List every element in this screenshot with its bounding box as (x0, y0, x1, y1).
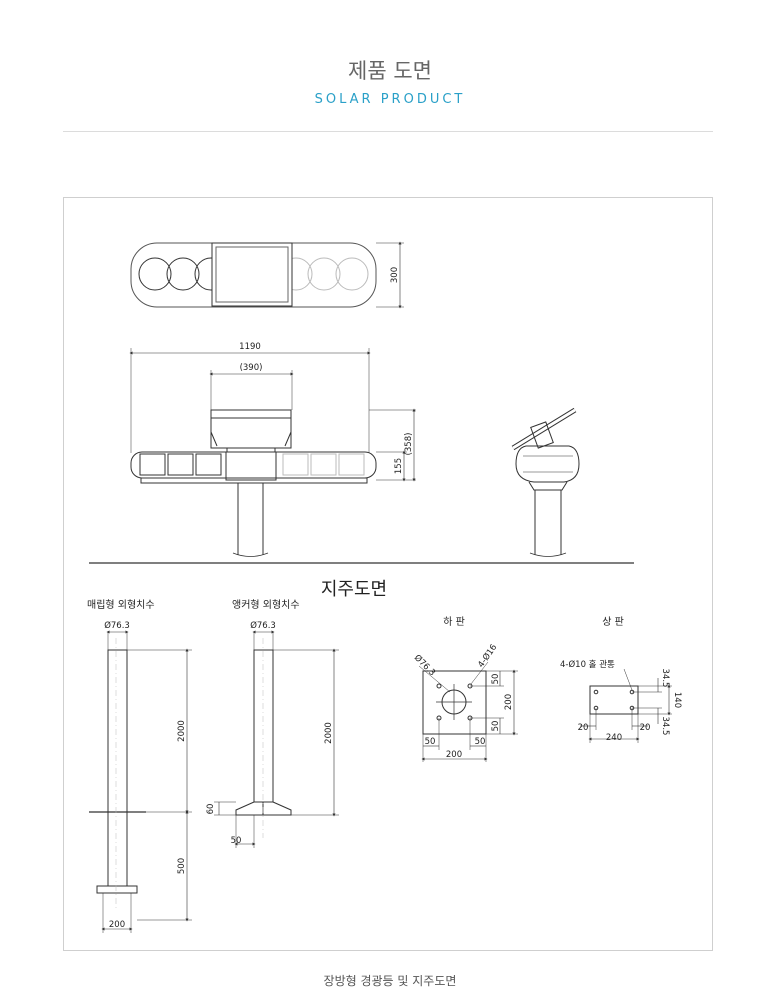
front-view (129, 348, 416, 557)
anchor-height-label: 2000 (324, 722, 334, 744)
bottom-plate-bottom-total-label: 200 (446, 750, 462, 760)
top-plate-mid-label: 140 (672, 692, 682, 708)
top-view-height-label: 300 (390, 267, 400, 283)
buried-diameter-label: Ø76.3 (104, 620, 130, 631)
bottom-plate-label: 하 판 (443, 615, 465, 628)
top-plate (580, 668, 672, 743)
top-view (130, 241, 404, 309)
divider (63, 131, 713, 132)
anchor-offset-label: 50 (231, 836, 242, 846)
top-plate-holes-label: 4-Ø10 홀 관통 (560, 659, 615, 670)
top-plate-top-label: 34.5 (660, 669, 670, 688)
drawing-frame: 300 1190 (390) (358) 155 매립형 외형치수 Ø76.3 … (63, 197, 713, 951)
bottom-plate (418, 661, 518, 762)
buried-above-label: 2000 (177, 720, 187, 742)
bottom-plate-right-top-label: 50 (491, 674, 501, 685)
bottom-plate-right-bot-label: 50 (491, 721, 501, 732)
bottom-plate-right-mid-label: 200 (504, 694, 514, 710)
buried-pole (89, 630, 192, 933)
front-body-label: 155 (394, 458, 404, 474)
front-panel-label: (390) (240, 363, 263, 373)
bottom-plate-holes-label: 4-Ø16 (475, 642, 499, 670)
anchor-diameter-label: Ø76.3 (250, 620, 276, 631)
page-subtitle: SOLAR PRODUCT (314, 92, 466, 107)
figure-caption: 장방형 경광등 및 지주도면 (323, 974, 457, 988)
top-plate-right-label: 20 (640, 723, 651, 733)
top-plate-left-label: 20 (578, 723, 589, 733)
anchor-pole-label: 앵커형 외형치수 (232, 599, 300, 611)
front-total-label: (358) (404, 433, 414, 456)
top-plate-label: 상 판 (602, 616, 624, 628)
buried-below-label: 500 (177, 858, 187, 874)
side-view (511, 407, 580, 557)
buried-pole-label: 매립형 외형치수 (87, 598, 155, 611)
page-title: 제품 도면 (348, 59, 432, 83)
anchor-flange-label: 60 (206, 804, 216, 815)
anchor-pole (214, 630, 339, 848)
front-width-label: 1190 (239, 342, 261, 352)
top-plate-width-label: 240 (606, 733, 622, 743)
technical-drawing: 300 1190 (390) (358) 155 매립형 외형치수 Ø76.3 … (87, 241, 682, 933)
bottom-plate-bottom-right-label: 50 (475, 737, 486, 747)
top-plate-bot-label: 34.5 (660, 717, 670, 736)
bottom-plate-pipe-label: Ø76.3 (412, 652, 438, 678)
bottom-plate-bottom-left-label: 50 (425, 737, 436, 747)
buried-base-label: 200 (109, 920, 125, 930)
pole-section-title: 지주도면 (321, 579, 387, 600)
